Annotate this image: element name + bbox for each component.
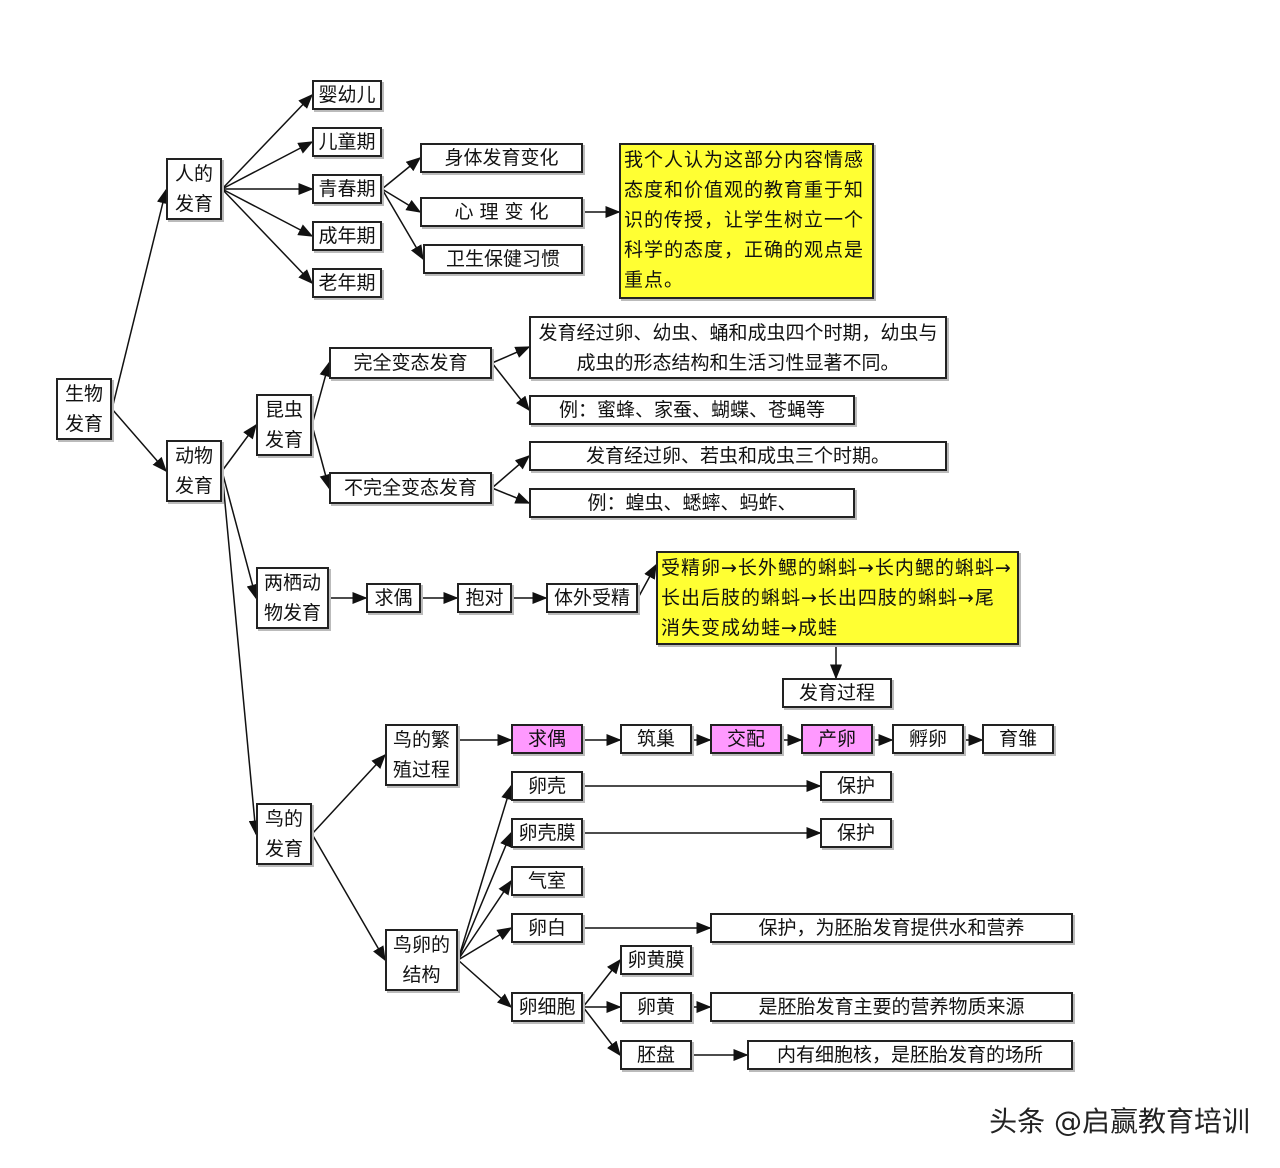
- connector-arrow: [457, 927, 513, 961]
- connector-arrow: [457, 959, 513, 1008]
- yolk: 卵黄: [620, 992, 692, 1022]
- yolk-function: 是胚胎发育主要的营养物质来源: [710, 992, 1073, 1022]
- repro-incubation: 孵卵: [892, 724, 964, 754]
- repro-mating: 交配: [710, 724, 782, 754]
- repro-rearing: 育雏: [982, 724, 1054, 754]
- stage-elderly: 老年期: [312, 268, 382, 298]
- connector-arrow: [582, 958, 621, 1008]
- puberty-hygiene: 卫生保健习惯: [423, 244, 583, 274]
- connector-arrow: [221, 423, 257, 472]
- connector-arrow: [111, 188, 169, 410]
- egg-shell-membrane: 卵壳膜: [511, 818, 583, 848]
- connector-arrow: [311, 833, 386, 962]
- connector-arrow: [381, 188, 424, 261]
- amphibian-fertilization: 体外受精: [546, 583, 638, 613]
- connector-arrow: [381, 188, 422, 213]
- connector-arrow: [311, 424, 332, 490]
- repro-nesting: 筑巢: [620, 724, 692, 754]
- connector-arrow: [582, 1006, 621, 1057]
- connector-arrow: [637, 563, 657, 599]
- stage-childhood: 儿童期: [312, 127, 382, 157]
- puberty-mind: 心 理 变 化: [420, 197, 583, 227]
- connector-arrow: [457, 831, 512, 961]
- egg-white: 卵白: [511, 913, 583, 943]
- disc-function: 内有细胞核，是胚胎发育的场所: [747, 1040, 1073, 1070]
- amphibian-courtship: 求偶: [366, 583, 421, 613]
- frog-process: 受精卵→长外鳃的蝌蚪→长内鳃的蝌蚪→长出后肢的蝌蚪→长出四肢的蝌蚪→尾消失变成幼…: [656, 551, 1019, 645]
- white-function: 保护，为胚胎发育提供水和营养: [710, 913, 1073, 943]
- germinal-disc: 胚盘: [620, 1040, 692, 1070]
- stage-puberty: 青春期: [312, 174, 382, 204]
- root-node: 生物发育: [56, 378, 112, 440]
- connector-arrow: [221, 93, 314, 190]
- connector-arrow: [381, 157, 422, 190]
- animal-development-node: 动物发育: [166, 440, 222, 502]
- connector-arrow: [221, 141, 314, 190]
- air-cell: 气室: [511, 866, 583, 896]
- bird-repro-node: 鸟的繁殖过程: [385, 724, 458, 786]
- egg-structure-node: 鸟卵的结构: [385, 929, 458, 991]
- connector-arrow: [457, 784, 513, 961]
- connector-arrow: [221, 470, 261, 836]
- connector-arrow: [311, 361, 332, 426]
- connector-arrow: [111, 408, 167, 473]
- human-development-node: 人的发育: [166, 158, 222, 220]
- connector-arrow: [311, 753, 387, 835]
- complete-examples: 例：蜜蜂、家蚕、蝴蝶、苍蝇等: [529, 395, 855, 425]
- complete-desc: 发育经过卵、幼虫、蛹和成虫四个时期，幼虫与成虫的形态结构和生活习性显著不同。: [529, 316, 947, 379]
- repro-courtship: 求偶: [511, 724, 583, 754]
- incomplete-desc: 发育经过卵、若虫和成虫三个时期。: [529, 441, 947, 471]
- watermark: 头条 @启赢教育培训: [989, 1105, 1250, 1138]
- connector-arrow: [491, 487, 531, 504]
- connector-arrow: [491, 455, 531, 489]
- bird-node: 鸟的发育: [256, 803, 312, 865]
- process-label: 发育过程: [782, 678, 892, 708]
- egg-cell: 卵细胞: [511, 992, 583, 1022]
- yolk-membrane: 卵黄膜: [620, 945, 692, 975]
- insect-node: 昆虫发育: [256, 394, 312, 456]
- shell-function: 保护: [820, 771, 892, 801]
- stage-infant: 婴幼儿: [312, 80, 382, 110]
- amphibian-amplexus: 抱对: [457, 583, 512, 613]
- teacher-note: 我个人认为这部分内容情感态度和价值观的教育重于知识的传授，让学生树立一个科学的态…: [619, 143, 874, 299]
- connector-arrow: [221, 188, 314, 285]
- amphibian-node: 两栖动物发育: [256, 567, 329, 629]
- incomplete-metamorphosis: 不完全变态发育: [329, 472, 492, 504]
- puberty-body: 身体发育变化: [420, 143, 583, 173]
- incomplete-examples: 例：蝗虫、蟋蟀、蚂蚱、: [529, 488, 855, 518]
- connector-arrow: [221, 470, 259, 600]
- connector-arrow: [221, 188, 314, 237]
- complete-metamorphosis: 完全变态发育: [329, 347, 492, 379]
- connector-arrow: [491, 346, 531, 364]
- stage-adult: 成年期: [312, 221, 382, 251]
- repro-laying: 产卵: [801, 724, 873, 754]
- connector-arrow: [491, 362, 530, 412]
- egg-shell: 卵壳: [511, 771, 583, 801]
- connector-arrow: [457, 879, 512, 961]
- membrane-function: 保护: [820, 818, 892, 848]
